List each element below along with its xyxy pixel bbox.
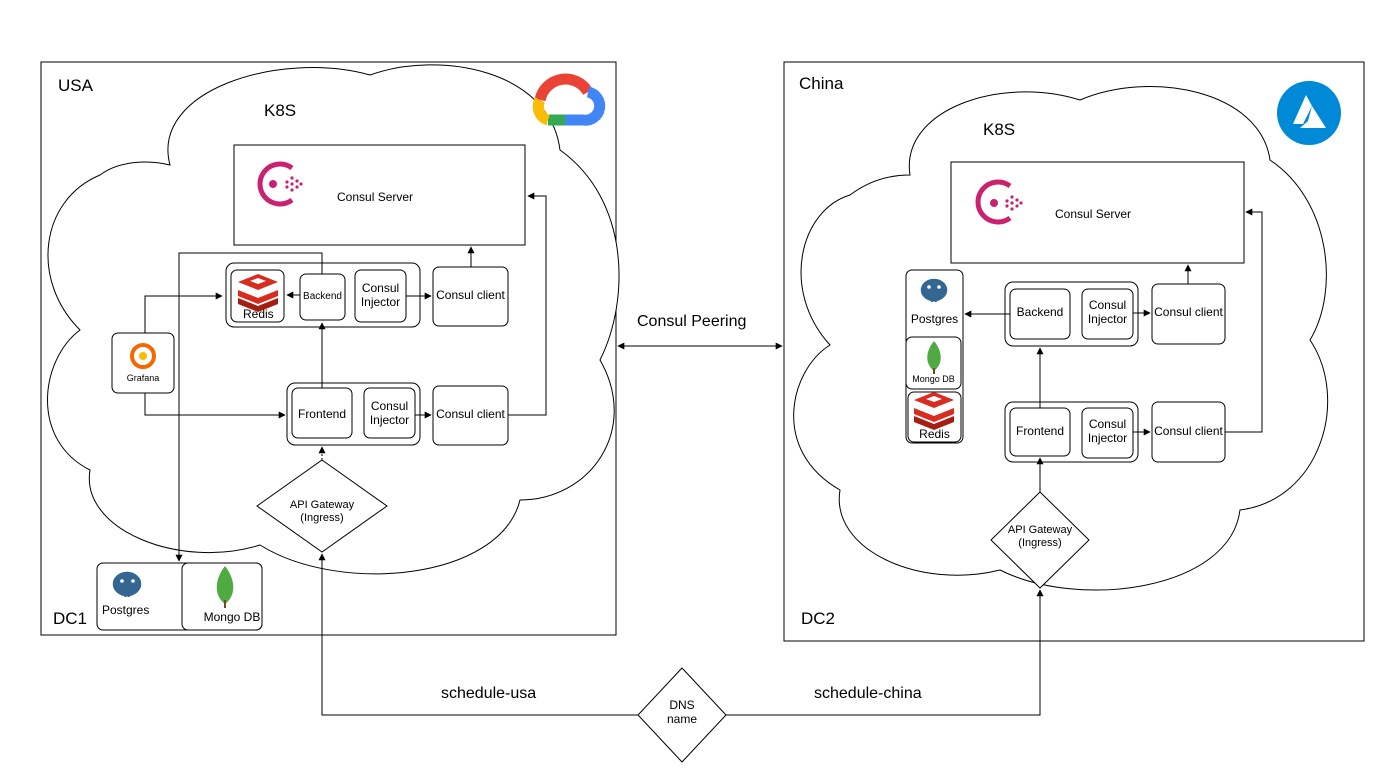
postgres-label-china: Postgres <box>910 312 959 326</box>
postgres-icon <box>919 277 949 303</box>
dc-label-china: DC2 <box>801 609 836 628</box>
backend-label-usa: Backend <box>303 291 342 302</box>
arrow-grafana-frontend <box>144 393 286 419</box>
api-gateway-china[interactable] <box>990 491 1090 589</box>
k8s-label-china: K8S <box>983 120 1016 139</box>
consul-client-label-usa-1: Consul client <box>436 288 505 302</box>
arrow-client2-server <box>508 192 547 416</box>
mongo-label-usa: Mongo DB <box>203 610 261 624</box>
dc1-boundary <box>40 61 617 636</box>
azure-logo <box>1277 81 1341 145</box>
injector-label-china-2: Consul Injector <box>1087 417 1128 445</box>
arrow-grafana-redis <box>144 292 223 333</box>
arrow-dns-usa <box>318 553 638 716</box>
injector-box-usa-2[interactable] <box>363 387 416 439</box>
consul-server-label-china: Consul Server <box>1055 207 1132 221</box>
mongo-icon <box>927 341 941 374</box>
region-label-usa: USA <box>58 76 93 95</box>
frontend-label-usa: Frontend <box>297 407 347 421</box>
redis-icon <box>914 392 954 430</box>
consul-server-china[interactable] <box>950 161 1245 264</box>
google-cloud-logo <box>532 73 606 126</box>
api-gateway-label-china: API Gateway (Ingress) <box>1007 524 1073 549</box>
consul-peering-label: Consul Peering <box>637 313 747 330</box>
consul-client-label-china-2: Consul client <box>1154 424 1223 438</box>
redis-icon <box>238 274 278 312</box>
region-label-china: China <box>799 74 844 93</box>
redis-label-usa: Redis <box>243 307 274 321</box>
backend-label-china: Backend <box>1016 305 1064 319</box>
grafana-label: Grafana <box>126 373 160 383</box>
grafana-icon <box>130 343 156 369</box>
dc2-boundary <box>783 61 1365 642</box>
redis-label-china: Redis <box>919 427 950 441</box>
injector-box-china-2[interactable] <box>1081 407 1134 459</box>
dns-usa-label: schedule-usa <box>441 685 537 702</box>
api-gateway-label-usa: API Gateway (Ingress) <box>289 499 355 524</box>
mongo-icon <box>216 566 234 608</box>
consul-logo-icon <box>257 161 303 207</box>
consul-client-label-usa-2: Consul client <box>436 407 505 421</box>
postgres-icon <box>111 570 143 598</box>
consul-client-label-china-1: Consul client <box>1154 305 1223 319</box>
k8s-label-usa: K8S <box>264 101 297 120</box>
arrow-backend-db <box>175 252 323 562</box>
frontend-label-china: Frontend <box>1015 424 1065 438</box>
api-gateway-usa[interactable] <box>256 459 388 553</box>
dns-china-label: schedule-china <box>814 685 922 702</box>
grafana-box[interactable] <box>111 332 175 394</box>
dns-name-node[interactable] <box>637 667 727 763</box>
arrow-dns-china <box>726 589 1044 716</box>
arrow-client2-server-china <box>1225 208 1263 433</box>
postgres-label-usa: Postgres <box>102 603 150 617</box>
dns-label: DNS name <box>666 698 698 726</box>
mongo-label-china: Mongo DB <box>912 374 955 384</box>
injector-label-china-1: Consul Injector <box>1087 298 1128 326</box>
consul-server-label-usa: Consul Server <box>337 190 414 204</box>
injector-label-usa-1: Consul Injector <box>360 281 401 309</box>
consul-logo-icon <box>975 179 1023 225</box>
dc-label-usa: DC1 <box>53 609 88 628</box>
injector-label-usa-2: Consul Injector <box>369 399 410 427</box>
injector-box-china-1[interactable] <box>1081 288 1134 340</box>
